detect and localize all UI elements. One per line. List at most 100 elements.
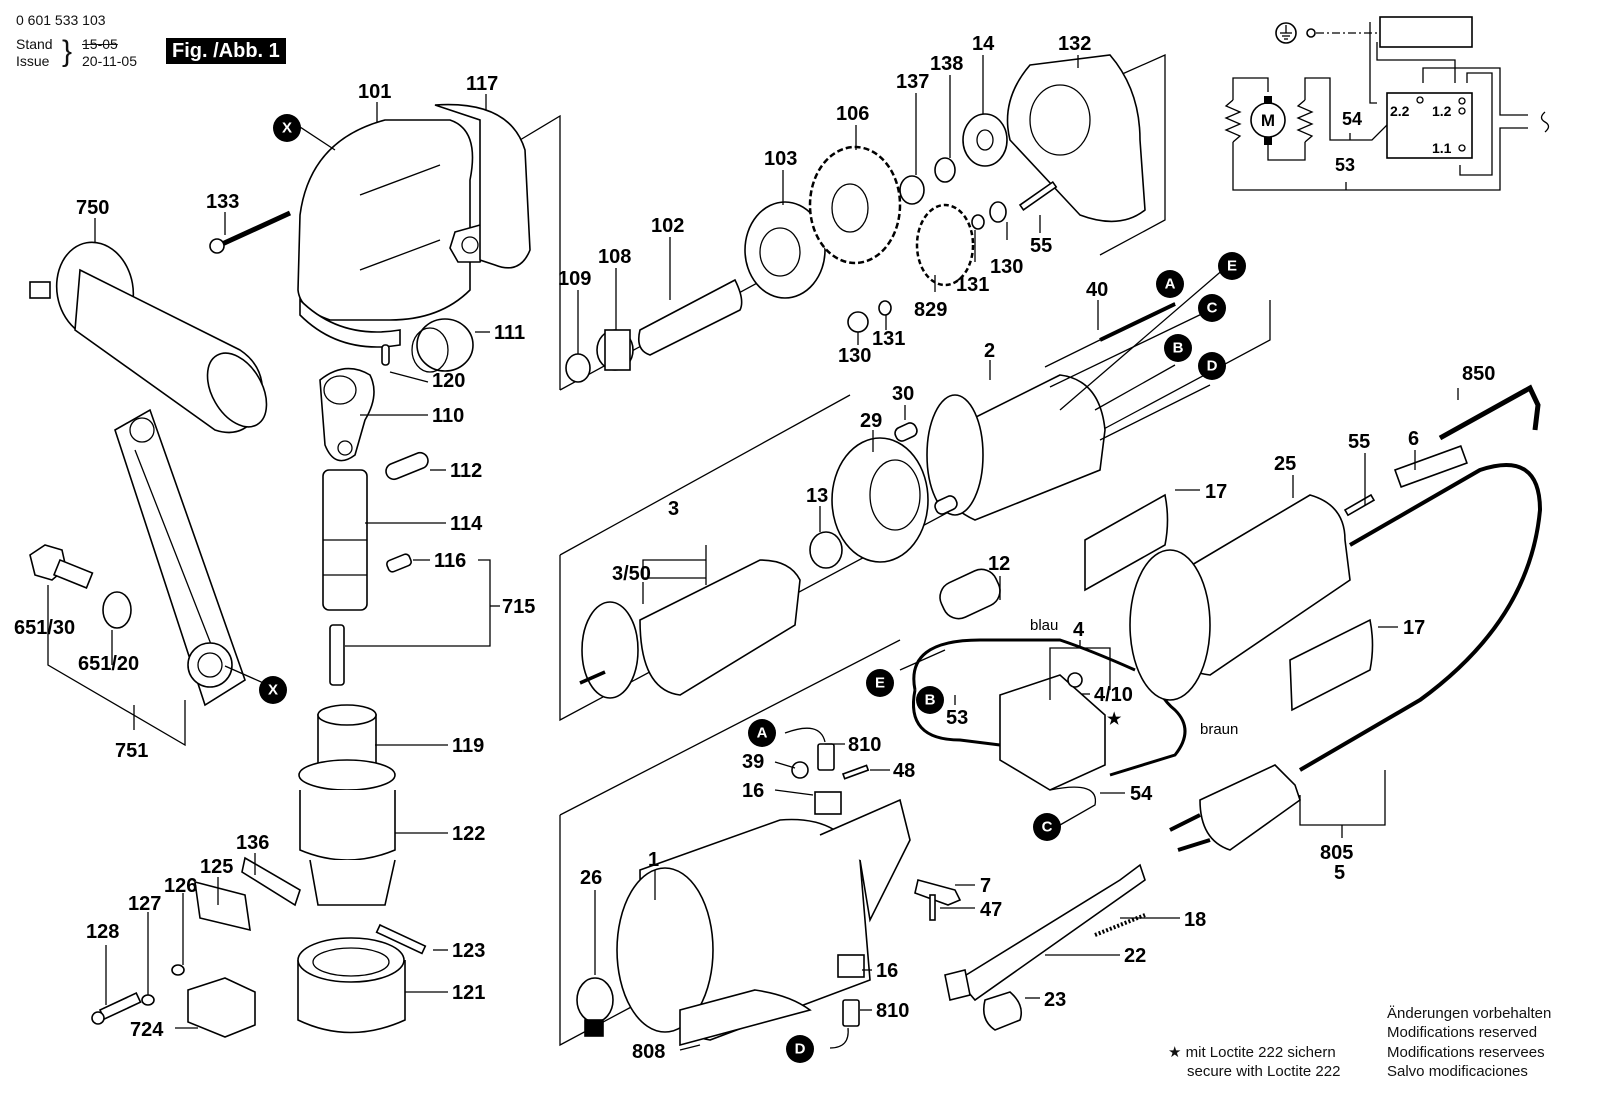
sleeve-30-b bbox=[934, 495, 958, 515]
label-23: 23 bbox=[1044, 989, 1066, 1011]
bearing-14 bbox=[962, 113, 1008, 167]
label-133: 133 bbox=[206, 191, 239, 213]
bushing-130-a bbox=[847, 311, 869, 333]
label-1: 1 bbox=[648, 849, 659, 871]
label-17-a bbox=[1084, 493, 1169, 592]
svg-text:D: D bbox=[1207, 358, 1218, 375]
label-122: 122 bbox=[452, 823, 485, 845]
part-number: 0 601 533 103 bbox=[16, 12, 106, 28]
plug-5 bbox=[1169, 764, 1301, 852]
callout-c-switch: C bbox=[1033, 813, 1061, 841]
label-114: 114 bbox=[450, 513, 483, 535]
label-119: 119 bbox=[452, 735, 484, 757]
switch-rod-22 bbox=[944, 863, 1146, 1002]
connector-wires-40 bbox=[1044, 267, 1226, 441]
screw-55-a bbox=[1018, 180, 1058, 212]
ring-131-b bbox=[971, 214, 985, 230]
svg-text:C: C bbox=[1207, 300, 1218, 317]
loctite-note-de: ★ mit Loctite 222 sichern bbox=[1168, 1044, 1336, 1061]
bushing-130-b bbox=[989, 201, 1007, 223]
armature-3 bbox=[579, 559, 801, 699]
callout-d-top: D bbox=[1198, 352, 1226, 380]
label-54-switch: 54 bbox=[1130, 783, 1153, 805]
wire-blue bbox=[912, 638, 1136, 691]
die-125 bbox=[194, 880, 251, 932]
label-109: 109 bbox=[558, 268, 591, 290]
switch-4 bbox=[999, 672, 1106, 791]
label-132: 132 bbox=[1058, 33, 1091, 55]
label-25: 25 bbox=[1274, 453, 1296, 475]
svg-text:C: C bbox=[1042, 819, 1053, 836]
screw-123 bbox=[375, 923, 427, 955]
label-805: 805 bbox=[1320, 842, 1353, 864]
svg-text:X: X bbox=[282, 120, 292, 137]
callout-e-top: E bbox=[1218, 252, 1246, 280]
field-2 bbox=[926, 374, 1106, 521]
label-750: 750 bbox=[76, 197, 109, 219]
label-117: 117 bbox=[466, 73, 498, 95]
screw-133 bbox=[209, 210, 292, 254]
stand-date-struck: 15-05 bbox=[82, 36, 118, 52]
label-127: 127 bbox=[128, 893, 161, 915]
pin-120 bbox=[381, 344, 390, 366]
punch-holder-114 bbox=[322, 469, 368, 611]
label-111: 111 bbox=[494, 322, 525, 344]
brush-holder-16-a bbox=[814, 791, 842, 815]
label-39: 39 bbox=[742, 751, 764, 773]
frame-gearhead bbox=[519, 114, 561, 390]
svg-text:E: E bbox=[875, 675, 885, 692]
label-106: 106 bbox=[836, 103, 869, 125]
label-48: 48 bbox=[893, 760, 915, 782]
frame-gear-set-top bbox=[1099, 53, 1166, 256]
pin-112 bbox=[385, 451, 429, 481]
label-126: 126 bbox=[164, 875, 197, 897]
wire-label-blue: blau bbox=[1030, 617, 1058, 634]
label-30: 30 bbox=[892, 383, 914, 405]
label-130-b: 130 bbox=[990, 256, 1023, 278]
loctite-star-icon: ★ bbox=[1107, 711, 1122, 728]
power-cord bbox=[1298, 463, 1543, 772]
callout-x-bottom: X bbox=[259, 676, 287, 704]
circlip-109 bbox=[565, 353, 591, 383]
crank-110 bbox=[319, 367, 375, 462]
wire-53-label: 53 bbox=[1335, 155, 1355, 175]
label-22: 22 bbox=[1124, 945, 1146, 967]
set-screw-116 bbox=[386, 553, 412, 573]
svg-text:E: E bbox=[1227, 258, 1237, 275]
callout-b-switch: B bbox=[916, 686, 944, 714]
motor-housing-1 bbox=[616, 798, 911, 1041]
flange-132 bbox=[1006, 54, 1146, 223]
bolt-651-30 bbox=[29, 544, 94, 589]
punch-715 bbox=[329, 624, 345, 686]
washer-127 bbox=[141, 994, 155, 1006]
ground-icon bbox=[1275, 22, 1297, 44]
svg-text:B: B bbox=[925, 692, 936, 709]
frame-housing-top bbox=[559, 639, 901, 816]
plate-136 bbox=[241, 856, 301, 907]
brush-810-b bbox=[842, 999, 860, 1027]
clamp-7 bbox=[914, 879, 962, 906]
bearing-13 bbox=[809, 531, 843, 569]
screw-128 bbox=[91, 992, 142, 1025]
issue-date: 20-11-05 bbox=[82, 53, 138, 69]
screw-47 bbox=[929, 894, 936, 921]
bearing-26 bbox=[576, 977, 614, 1023]
label-4: 4 bbox=[1073, 619, 1085, 641]
label-53: 53 bbox=[946, 707, 968, 729]
label-829: 829 bbox=[914, 299, 947, 321]
part-labels: 101 117 133 750 111 120 110 112 114 116 … bbox=[14, 33, 1495, 1063]
label-103: 103 bbox=[764, 148, 797, 170]
cap-26 bbox=[584, 1019, 604, 1037]
modifications-note-fr: Modifications reservees bbox=[1387, 1044, 1545, 1061]
label-5: 5 bbox=[1334, 862, 1345, 884]
label-138: 138 bbox=[930, 53, 963, 75]
gear-head-housing bbox=[297, 119, 491, 348]
label-101: 101 bbox=[358, 81, 391, 103]
slider-23 bbox=[982, 991, 1023, 1031]
capacitor-12 bbox=[899, 568, 1001, 671]
resistor-left bbox=[1224, 99, 1242, 143]
wire-54 bbox=[1049, 786, 1097, 826]
svg-text:B: B bbox=[1173, 340, 1184, 357]
terminal-1-1: 1.1 bbox=[1432, 140, 1452, 156]
